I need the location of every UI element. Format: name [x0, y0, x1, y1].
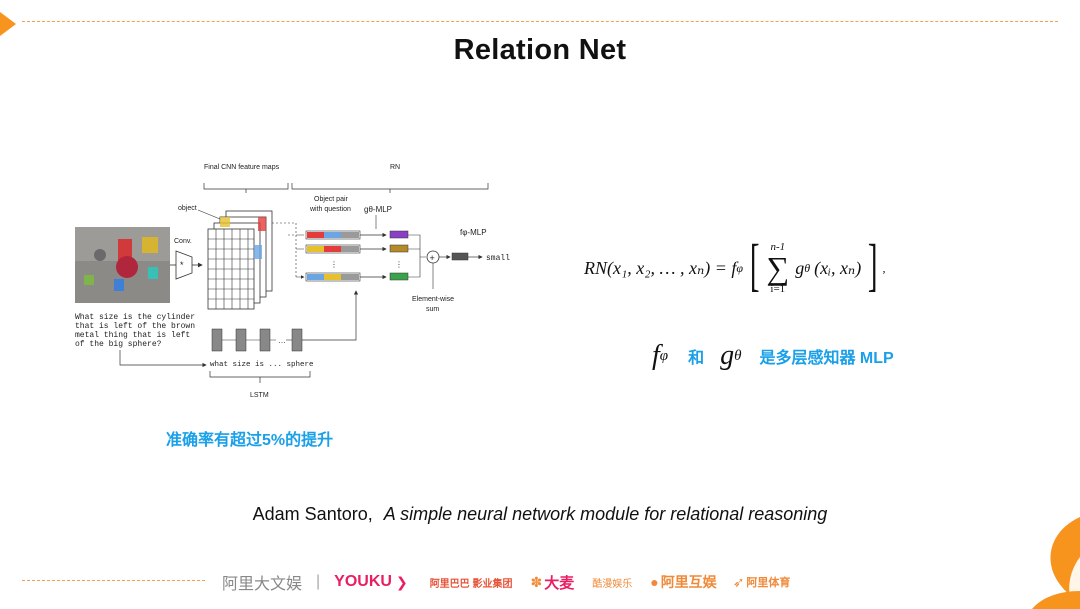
citation: Adam Santoro, A simple neural network mo…: [0, 504, 1080, 525]
conv-block: [175, 250, 193, 280]
sum-op: +: [430, 253, 435, 263]
mlp-description: 是多层感知器 MLP: [759, 350, 894, 367]
cnn-label: Final CNN feature maps: [204, 164, 280, 171]
g-symbol: g: [720, 340, 735, 371]
left-bracket-icon: [: [749, 232, 760, 297]
lstm-words: what size is ... sphere: [210, 361, 314, 369]
ali-games-icon: ●: [650, 574, 659, 590]
logo-alibaba-pictures: 阿里巴巴 影业集团: [429, 578, 513, 590]
elementwise-label-1: Element-wise: [412, 296, 454, 303]
logo-ali-games: 阿里互娱: [660, 574, 717, 590]
answer-output: small: [486, 254, 510, 263]
elementwise-label-2: sum: [426, 306, 439, 313]
question-line-4: of the big sphere?: [75, 340, 162, 349]
svg-text:⋮: ⋮: [330, 260, 338, 269]
bottom-dashed-rule: [22, 580, 205, 581]
f-output: [451, 252, 469, 261]
g-symbol-sub: θ: [734, 347, 742, 364]
logo-youku: YOUKU: [334, 573, 392, 590]
lstm-label: LSTM: [250, 392, 269, 399]
formula-lhs-sub: φ: [736, 260, 744, 275]
slide-title: Relation Net: [453, 34, 627, 66]
and-label: 和: [688, 350, 705, 367]
ali-sports-icon: ➶: [732, 573, 745, 590]
svg-text:…: …: [278, 336, 286, 345]
pair-label-1: Object pair: [314, 196, 349, 203]
corner-accent-bottom-right: [1032, 517, 1080, 609]
question-line-2: that is left of the brown: [75, 322, 195, 331]
sum-bottom: i=1: [770, 283, 786, 295]
logo-cool-mango: 酷漫娱乐: [592, 578, 633, 590]
formula-summand-args: (xᵢ, xₙ): [814, 257, 862, 278]
damai-flower-icon: ✽: [530, 573, 543, 590]
citation-author: Adam Santoro,: [252, 504, 373, 524]
formula-summand-sub: θ: [804, 260, 811, 275]
rn-label: RN: [390, 164, 400, 171]
formula-trailing: ,: [882, 260, 886, 275]
top-dashed-rule: [22, 21, 1058, 22]
relation-net-diagram: What size is the cylinder that is left o…: [70, 155, 530, 412]
question-line-1: What size is the cylinder: [75, 313, 195, 322]
f-symbol: f: [652, 340, 660, 371]
footer-logos: 阿里大文娱 | YOUKU ❯ 阿里巴巴 影业集团 ✽ 大麦 酷漫娱乐 ● 阿里…: [222, 570, 790, 594]
corner-accent-top-left: [0, 12, 16, 36]
object-label: object: [178, 205, 197, 212]
svg-text:⋮: ⋮: [395, 260, 403, 269]
f-symbol-sub: φ: [659, 347, 669, 364]
right-bracket-icon: ]: [868, 232, 878, 297]
object-pair-bars: ⋮: [305, 230, 361, 282]
diagram-svg: What size is the cylinder that is left o…: [75, 164, 510, 399]
accuracy-note: 准确率有超过5%的提升: [166, 432, 334, 449]
formula-lhs: RN(x₁, x₂, … , xₙ) = f: [584, 257, 737, 278]
formula-summand: g: [795, 257, 805, 278]
question-line-3: metal thing that is left: [75, 331, 190, 340]
youku-arrow-icon: ❯: [395, 573, 408, 590]
citation-title: A simple neural network module for relat…: [383, 504, 828, 524]
sum-top: n-1: [770, 241, 786, 253]
feature-maps: [207, 210, 273, 310]
conv-op: *: [180, 260, 184, 270]
sigma-icon: ∑: [766, 250, 790, 286]
pair-label-2: with question: [309, 206, 351, 213]
f-mlp-label: fφ-MLP: [460, 228, 487, 237]
logo-damai: 大麦: [544, 574, 575, 592]
sum-operator: n-1 ∑ i=1: [766, 241, 789, 295]
g-mlp-label: gθ-MLP: [364, 205, 392, 214]
logo-ali-sports: 阿里体育: [746, 577, 791, 589]
logo-ali-entertainment: 阿里大文娱: [222, 576, 303, 593]
conv-label: Conv.: [174, 238, 192, 245]
scene-image: [75, 227, 170, 303]
logo-divider: |: [316, 573, 321, 590]
g-outputs: ⋮: [389, 230, 409, 281]
